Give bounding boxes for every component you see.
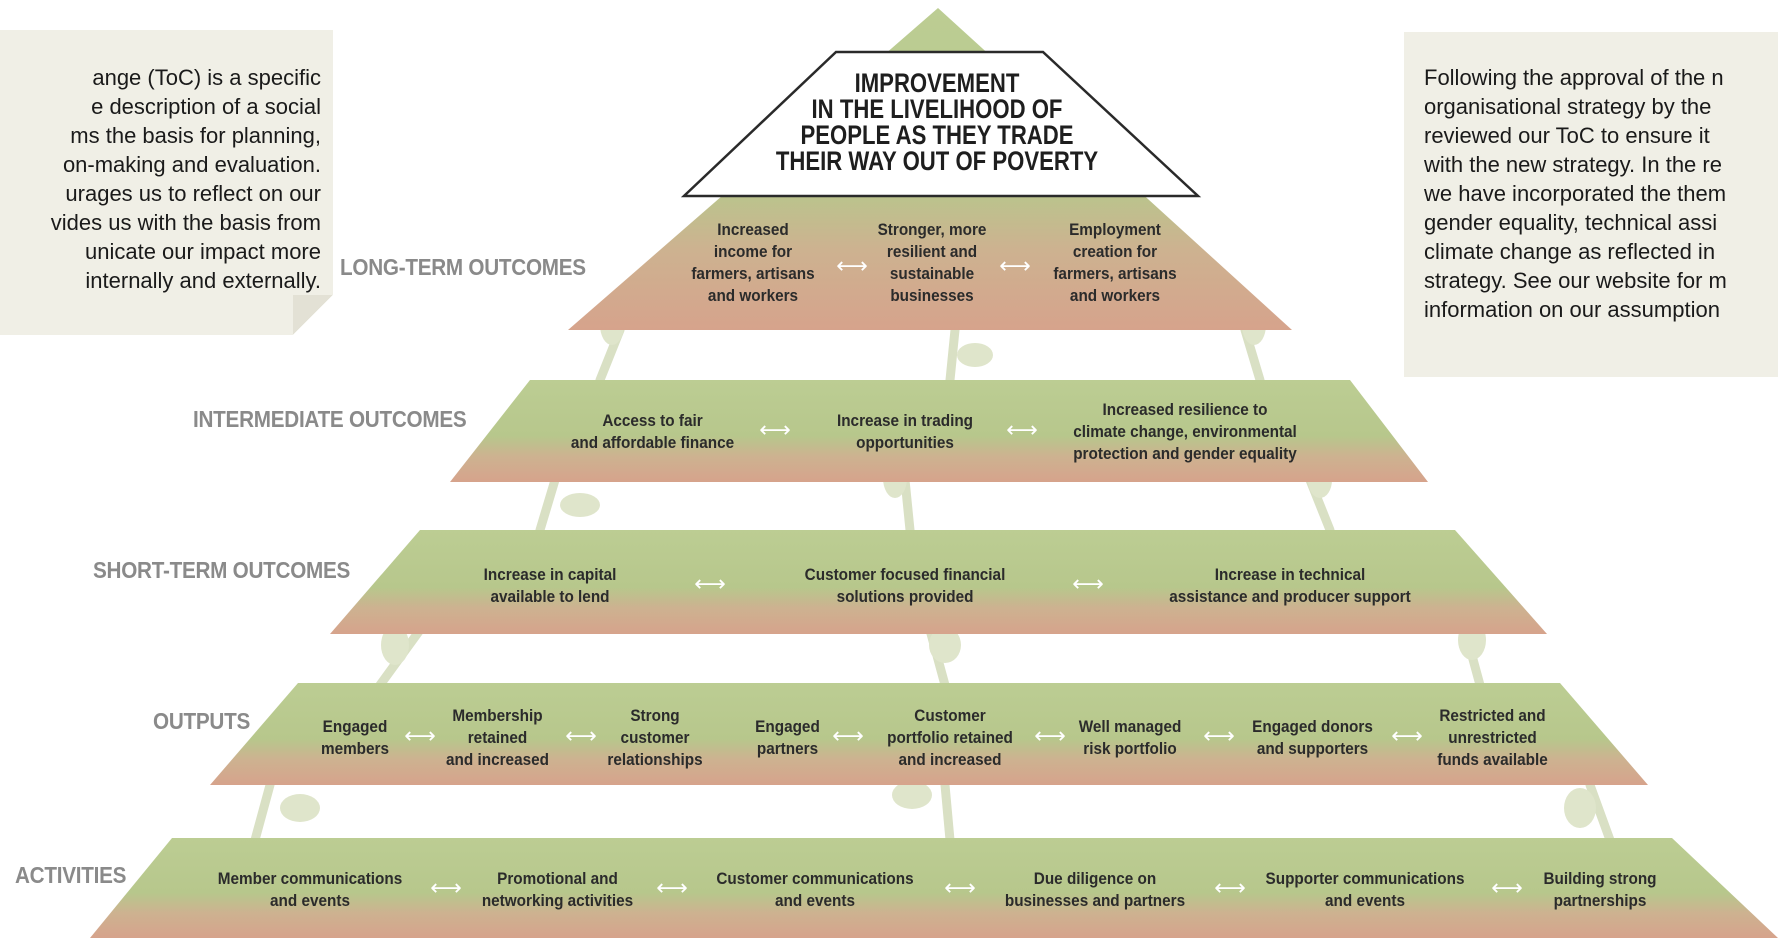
intermediate-outcome-box: Access to fair and affordable finance — [570, 411, 735, 452]
apex-title-line: THEIR WAY OUT OF POVERTY — [775, 146, 1099, 176]
tier-intermediate — [450, 380, 1428, 482]
bidirectional-arrow-icon: ⟷ — [404, 724, 436, 749]
activity-box: Customer communications and events — [716, 869, 914, 910]
tier-short-term — [330, 530, 1547, 634]
right-note-line: reviewed our ToC to ensure it — [1424, 123, 1710, 148]
long-term-outcome-box: Stronger, more resilient and sustainable… — [877, 220, 987, 305]
output-box: Strong customer relationships — [607, 706, 703, 769]
right-note-line: with the new strategy. In the re — [1424, 152, 1722, 177]
bidirectional-arrow-icon: ⟷ — [1006, 418, 1038, 443]
level-label-activities: ACTIVITIES — [15, 862, 127, 888]
bidirectional-arrow-icon: ⟷ — [836, 254, 868, 279]
level-label-long-term: LONG-TERM OUTCOMES — [340, 254, 586, 280]
intermediate-outcome-box: Increase in trading opportunities — [836, 411, 974, 452]
apex-title-line: PEOPLE AS THEY TRADE — [800, 120, 1074, 150]
apex-goal-title: IMPROVEMENT IN THE LIVELIHOOD OF PEOPLE … — [759, 68, 1115, 176]
left-info-note: ange (ToC) is a specific e description o… — [0, 30, 333, 335]
right-note-line: we have incorporated the them — [1424, 181, 1727, 206]
short-term-outcome-box: Increase in technical assistance and pro… — [1169, 565, 1411, 606]
level-label-intermediate: INTERMEDIATE OUTCOMES — [193, 406, 467, 432]
right-note-line: organisational strategy by the — [1424, 94, 1712, 119]
output-box: Well managed risk portfolio — [1078, 717, 1182, 758]
right-note-line: strategy. See our website for m — [1424, 268, 1727, 293]
level-label-outputs: OUTPUTS — [153, 708, 251, 734]
level-label-short-term: SHORT-TERM OUTCOMES — [93, 557, 351, 583]
left-note-line: ms the basis for planning, — [70, 123, 321, 148]
short-term-outcome-box: Increase in capital available to lend — [483, 565, 617, 606]
activity-box: Supporter communications and events — [1265, 869, 1465, 910]
apex-title-line: IMPROVEMENT — [854, 68, 1020, 98]
output-box: Restricted and unrestricted funds availa… — [1437, 706, 1548, 769]
left-note-line: e description of a social — [91, 94, 321, 119]
intermediate-outcome-box: Increased resilience to climate change, … — [1073, 400, 1297, 463]
bidirectional-arrow-icon: ⟷ — [999, 254, 1031, 279]
bidirectional-arrow-icon: ⟷ — [565, 724, 597, 749]
bidirectional-arrow-icon: ⟷ — [832, 724, 864, 749]
bidirectional-arrow-icon: ⟷ — [656, 876, 688, 901]
bidirectional-arrow-icon: ⟷ — [1034, 724, 1066, 749]
right-note-line: Following the approval of the n — [1424, 65, 1724, 90]
apex-title-line: IN THE LIVELIHOOD OF — [811, 94, 1063, 124]
left-note-line: urages us to reflect on our — [65, 181, 321, 206]
apex-white-triangle — [680, 50, 1202, 198]
tier-outputs — [210, 683, 1648, 785]
bidirectional-arrow-icon: ⟷ — [1391, 724, 1423, 749]
left-note-line: internally and externally. — [85, 268, 321, 293]
right-note-line: gender equality, technical assi — [1424, 210, 1718, 235]
bidirectional-arrow-icon: ⟷ — [759, 418, 791, 443]
activity-box: Building strong partnerships — [1543, 869, 1657, 910]
bidirectional-arrow-icon: ⟷ — [694, 572, 726, 597]
bidirectional-arrow-icon: ⟷ — [1203, 724, 1235, 749]
long-term-outcome-box: Increased income for farmers, artisans a… — [691, 220, 815, 305]
left-note-line: vides us with the basis from — [50, 210, 321, 235]
right-info-note: Following the approval of the n organisa… — [1404, 32, 1778, 377]
activity-box: Member communications and events — [217, 869, 403, 910]
left-note-line: ange (ToC) is a specific — [92, 65, 321, 90]
short-term-outcome-box: Customer focused financial solutions pro… — [804, 565, 1006, 606]
output-box: Engaged members — [320, 717, 390, 758]
bidirectional-arrow-icon: ⟷ — [430, 876, 462, 901]
right-note-line: climate change as reflected in — [1424, 239, 1716, 264]
activity-box: Promotional and networking activities — [481, 869, 634, 910]
right-note-line: information on our assumption — [1424, 297, 1720, 322]
activity-box: Due diligence on businesses and partners — [1004, 869, 1186, 910]
output-box: Engaged partners — [755, 717, 820, 758]
left-note-line: on-making and evaluation. — [62, 152, 321, 177]
page-fold-corner — [293, 295, 333, 335]
left-note-line: unicate our impact more — [85, 239, 321, 264]
bidirectional-arrow-icon: ⟷ — [1214, 876, 1246, 901]
tier-activities — [90, 838, 1778, 938]
bidirectional-arrow-icon: ⟷ — [1491, 876, 1523, 901]
output-box: Customer portfolio retained and increase… — [887, 706, 1013, 769]
output-box: Membership retained and increased — [446, 706, 549, 769]
long-term-outcome-box: Employment creation for farmers, artisan… — [1053, 220, 1177, 305]
bidirectional-arrow-icon: ⟷ — [944, 876, 976, 901]
output-box: Engaged donors and supporters — [1252, 717, 1373, 758]
bidirectional-arrow-icon: ⟷ — [1072, 572, 1104, 597]
